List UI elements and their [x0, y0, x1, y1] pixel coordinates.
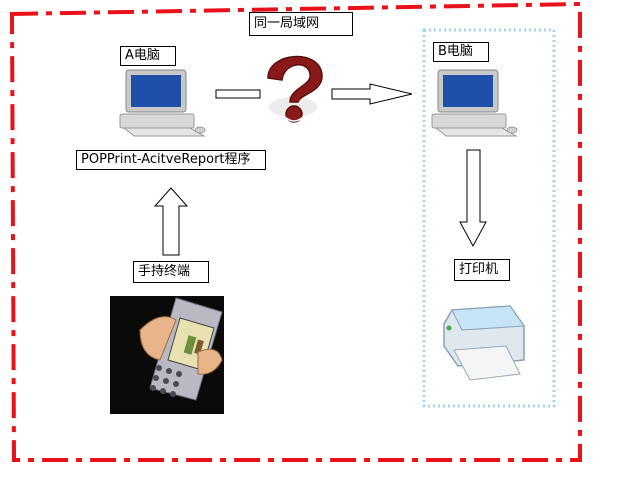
b-side-frame	[422, 28, 556, 408]
outer-frame	[9, 1, 582, 462]
computer-b-label: B电脑	[433, 42, 489, 62]
handheld-label: 手持终端	[133, 261, 209, 283]
arrow-lan-to-b	[331, 83, 413, 105]
computer-a-label: A电脑	[120, 46, 176, 66]
handheld-terminal-icon	[110, 296, 224, 414]
computer-icon	[119, 69, 206, 137]
printer-icon	[443, 305, 525, 381]
arrow-b-to-printer	[459, 149, 487, 248]
arrow-handheld-to-program	[153, 187, 189, 256]
arrow-a-to-lan	[215, 89, 261, 99]
question-mark-icon	[267, 55, 323, 123]
program-label: POPPrint-AcitveReport程序	[76, 150, 266, 170]
computer-icon	[431, 69, 518, 137]
lan-label: 同一局域网	[249, 12, 353, 36]
printer-label: 打印机	[454, 259, 510, 281]
